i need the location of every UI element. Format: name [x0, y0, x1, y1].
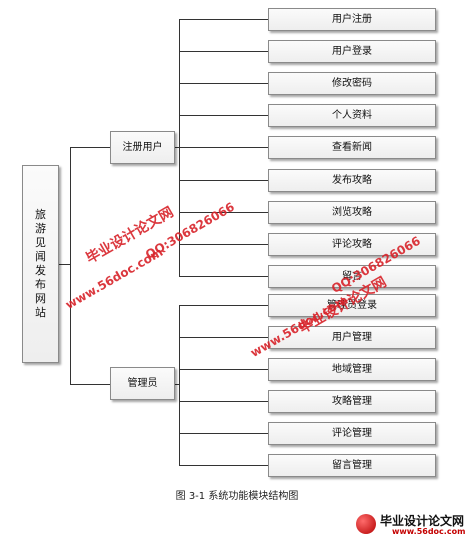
connector-leaf	[179, 147, 268, 148]
connector-leaf	[179, 180, 268, 181]
connector-leaf	[179, 401, 268, 402]
leaf-node-profile: 个人资料	[268, 104, 436, 127]
watermark-url: www.56doc.com	[63, 244, 166, 312]
group-node-label: 管理员	[127, 377, 158, 389]
connector-leaf	[179, 83, 268, 84]
group-node-user: 注册用户	[110, 131, 175, 164]
leaf-node-label: 评论攻略	[332, 238, 372, 250]
connector-leaf	[179, 244, 268, 245]
connector-leaf	[179, 19, 268, 20]
connector-admin-spine	[179, 305, 180, 465]
leaf-node-browse-guide: 浏览攻略	[268, 201, 436, 224]
watermark-title: 毕业设计论文网	[83, 204, 177, 268]
connector-leaf	[179, 305, 268, 306]
leaf-node-user-login: 用户登录	[268, 40, 436, 63]
leaf-node-label: 用户注册	[332, 13, 372, 25]
leaf-node-label: 发布攻略	[332, 174, 372, 186]
figure-caption: 图 3-1 系统功能模块结构图	[175, 491, 299, 502]
leaf-node-comment-management: 评论管理	[268, 422, 436, 445]
site-logo: 毕业设计论文网 www.56doc.com	[356, 512, 472, 538]
leaf-node-label: 用户登录	[332, 45, 372, 57]
logo-badge-icon	[356, 514, 376, 534]
leaf-node-label: 个人资料	[332, 109, 372, 121]
leaf-node-label: 留言管理	[332, 459, 372, 471]
leaf-node-label: 用户管理	[332, 331, 372, 343]
group-node-admin: 管理员	[110, 367, 175, 400]
connector-to-admin	[70, 384, 110, 385]
connector-to-user	[70, 147, 110, 148]
leaf-node-post-guide: 发布攻略	[268, 169, 436, 192]
root-node-label: 旅游见闻发布网站	[35, 208, 46, 319]
connector-root-spine	[70, 147, 71, 384]
leaf-node-label: 浏览攻略	[332, 206, 372, 218]
leaf-node-label: 修改密码	[332, 77, 372, 89]
leaf-node-view-news: 查看新闻	[268, 136, 436, 159]
connector-leaf	[179, 276, 268, 277]
leaf-node-label: 攻略管理	[332, 395, 372, 407]
connector-user-out	[175, 147, 179, 148]
leaf-node-guide-management: 攻略管理	[268, 390, 436, 413]
leaf-node-label: 评论管理	[332, 427, 372, 439]
connector-admin-out	[175, 384, 179, 385]
leaf-node-label: 管理员登录	[327, 299, 377, 311]
leaf-node-message-management: 留言管理	[268, 454, 436, 477]
connector-leaf	[179, 212, 268, 213]
leaf-node-comment-guide: 评论攻略	[268, 233, 436, 256]
connector-leaf	[179, 115, 268, 116]
leaf-node-user-management: 用户管理	[268, 326, 436, 349]
logo-url: www.56doc.com	[392, 527, 466, 536]
leaf-node-label: 地域管理	[332, 363, 372, 375]
watermark-qq: QQ:306826066	[143, 199, 237, 262]
connector-leaf	[179, 51, 268, 52]
leaf-node-label: 留言	[342, 270, 362, 282]
logo-title: 毕业设计论文网	[380, 514, 465, 528]
leaf-node-message: 留言	[268, 265, 436, 288]
group-node-label: 注册用户	[122, 141, 163, 153]
connector-leaf	[179, 465, 268, 466]
connector-leaf	[179, 369, 268, 370]
connector-root-out	[59, 264, 70, 265]
leaf-node-change-password: 修改密码	[268, 72, 436, 95]
leaf-node-region-management: 地域管理	[268, 358, 436, 381]
leaf-node-user-register: 用户注册	[268, 8, 436, 31]
connector-leaf	[179, 433, 268, 434]
root-node: 旅游见闻发布网站	[22, 165, 59, 363]
leaf-node-admin-login: 管理员登录	[268, 294, 436, 317]
leaf-node-label: 查看新闻	[332, 141, 372, 153]
connector-leaf	[179, 337, 268, 338]
